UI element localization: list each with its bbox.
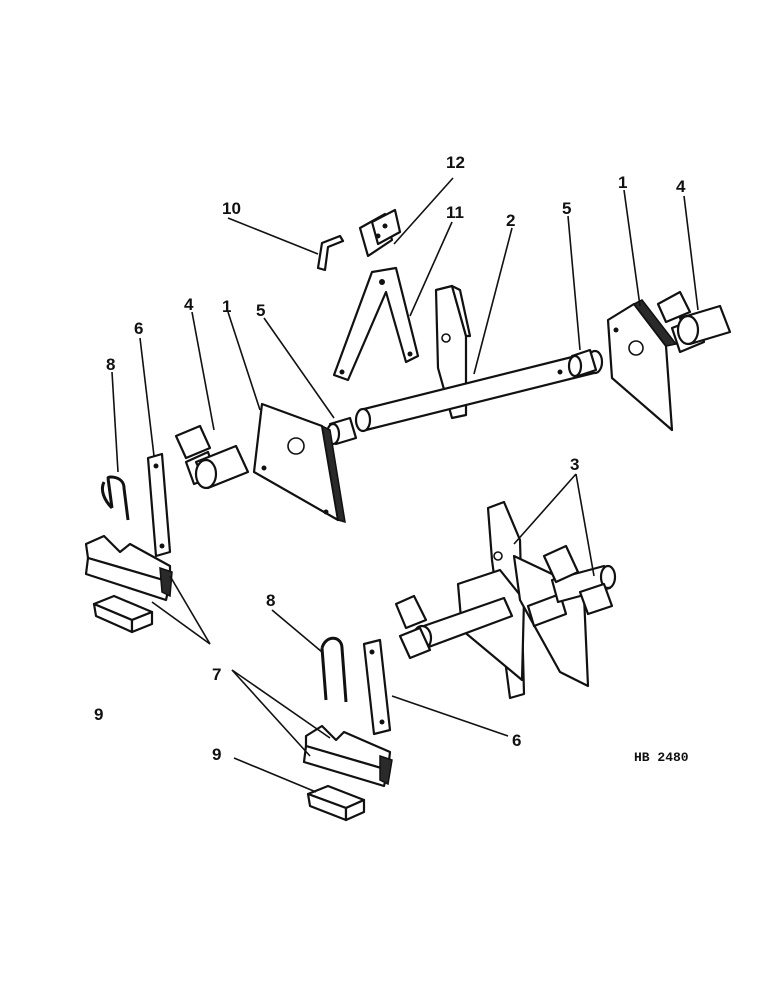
callout-6-left: 6 — [134, 319, 143, 338]
part-bracket-12 — [358, 208, 402, 258]
part-saddle-9-center — [306, 784, 366, 822]
reference-code: HB 2480 — [634, 750, 689, 765]
callout-9-center: 9 — [212, 745, 221, 764]
part-assembled-frame-3 — [394, 500, 617, 700]
part-bushing-5-right — [567, 348, 598, 378]
callout-8-left: 8 — [106, 355, 115, 374]
callout-1-right: 1 — [618, 173, 627, 192]
callout-2: 2 — [506, 211, 515, 230]
callout-10: 10 — [222, 199, 241, 218]
callout-labels: 12 10 11 2 5 1 4 4 1 5 6 8 3 8 7 9 6 9 — [94, 153, 686, 764]
callout-11: 11 — [446, 203, 464, 222]
callout-9-left: 9 — [94, 705, 103, 724]
part-shoe-block-7-left — [84, 534, 173, 602]
part-pivot-clevis-4-right — [656, 290, 732, 354]
part-l-pin-10 — [316, 234, 345, 272]
callout-12: 12 — [446, 153, 465, 172]
callout-4-right: 4 — [676, 177, 686, 196]
part-side-plate-1-left — [252, 402, 346, 524]
part-pivot-clevis-4-left — [174, 424, 250, 490]
part-saddle-9-left — [92, 594, 154, 634]
leader-lines — [111, 177, 699, 793]
part-shoe-block-7-center — [302, 724, 393, 788]
callout-7: 7 — [212, 665, 221, 684]
part-a-frame-brace-11 — [332, 266, 420, 382]
part-u-bolt-8-left — [100, 475, 130, 521]
callout-6-center: 6 — [512, 731, 521, 750]
callout-8-center: 8 — [266, 591, 275, 610]
part-side-plate-1-right — [606, 299, 678, 432]
callout-3: 3 — [570, 455, 579, 474]
part-flat-link-6-left — [146, 452, 172, 558]
callout-5-left: 5 — [256, 301, 265, 320]
callout-5-right: 5 — [562, 199, 571, 218]
callout-4-left: 4 — [184, 295, 194, 314]
part-center-mast-2 — [354, 284, 604, 433]
callout-1-left: 1 — [222, 297, 231, 316]
part-flat-link-6-center — [362, 638, 392, 736]
part-u-bolt-8-center — [320, 636, 348, 703]
